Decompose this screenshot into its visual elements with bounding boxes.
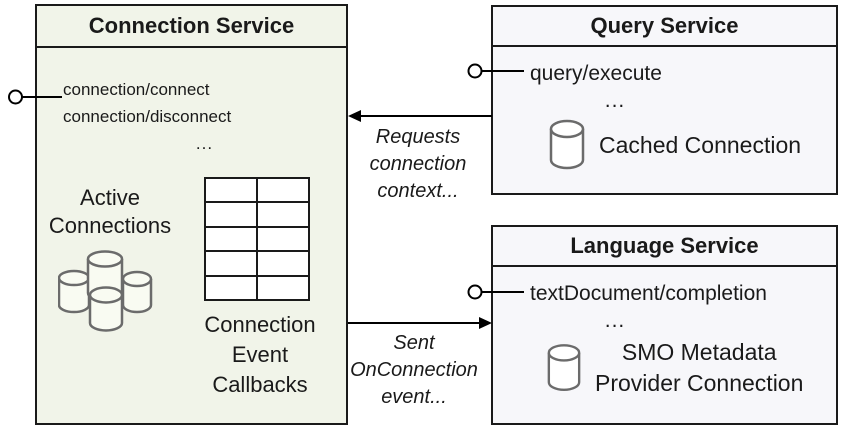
table-cell — [258, 203, 308, 226]
cached-connection-label: Cached Connection — [599, 131, 802, 158]
sent-line1: Sent — [393, 332, 435, 354]
database-cluster-icon — [58, 250, 153, 332]
callbacks-line3: Callbacks — [212, 372, 308, 397]
query-methods-ellipsis: ... — [604, 89, 626, 112]
table-cell — [258, 227, 308, 251]
query-service-title: Query Service — [493, 7, 836, 47]
callbacks-line2: Event — [231, 342, 289, 367]
requests-line3: context... — [377, 180, 459, 202]
table-cell — [258, 252, 308, 275]
database-icon — [547, 344, 581, 391]
active-connections-line1: Active — [80, 185, 140, 210]
connection-service-box: Connection Service connection/connect co… — [35, 4, 348, 425]
connection-callbacks-table — [204, 177, 310, 301]
table-cell — [206, 179, 256, 202]
table-cell — [206, 203, 256, 226]
language-service-methods: textDocument/completion ... — [493, 280, 767, 334]
connection-service-methods: connection/connect connection/disconnect… — [37, 76, 346, 157]
method-connection-connect: connection/connect — [63, 80, 210, 99]
requests-line2: connection — [369, 153, 467, 175]
requests-line1: Requests — [375, 126, 461, 148]
language-service-box: Language Service textDocument/completion… — [491, 225, 838, 425]
cached-connection-row: Cached Connection — [548, 115, 801, 175]
connection-methods-ellipsis: ... — [195, 134, 214, 153]
smo-connection-label: SMO Metadata Provider Connection — [595, 337, 803, 399]
language-service-title: Language Service — [493, 227, 836, 267]
sent-line3: event... — [381, 386, 447, 408]
table-cell — [258, 179, 308, 202]
method-textdocument-completion: textDocument/completion — [530, 282, 767, 305]
language-interface-connector-icon — [467, 284, 524, 300]
language-methods-ellipsis: ... — [604, 309, 626, 332]
smo-connection-row: SMO Metadata Provider Connection — [546, 333, 803, 403]
table-cell — [258, 276, 308, 299]
query-service-methods: query/execute ... — [493, 60, 700, 114]
query-interface-connector-icon — [467, 63, 524, 79]
table-cell — [206, 276, 256, 299]
requests-arrow-left-icon — [348, 110, 492, 122]
connection-service-title: Connection Service — [37, 6, 346, 48]
active-connections-line2: Connections — [48, 213, 172, 238]
sent-arrow-right-icon — [348, 317, 492, 329]
connection-event-callbacks-label: Connection Event Callbacks — [183, 310, 337, 400]
sent-onconnection-event-label: Sent OnConnection event... — [344, 330, 484, 411]
database-icon — [549, 119, 585, 170]
sent-line2: OnConnection — [350, 359, 478, 381]
connection-interface-connector-icon — [8, 89, 62, 105]
method-query-execute: query/execute — [530, 62, 662, 85]
method-connection-disconnect: connection/disconnect — [63, 107, 232, 126]
requests-connection-context-label: Requests connection context... — [348, 124, 488, 205]
smo-label-line1: SMO Metadata — [621, 339, 777, 365]
smo-label-line2: Provider Connection — [595, 370, 804, 396]
active-connections-label: Active Connections — [45, 184, 175, 240]
table-cell — [206, 227, 256, 251]
query-service-box: Query Service query/execute ... Cached C… — [491, 5, 838, 195]
callbacks-line1: Connection — [204, 312, 316, 337]
table-cell — [206, 252, 256, 275]
